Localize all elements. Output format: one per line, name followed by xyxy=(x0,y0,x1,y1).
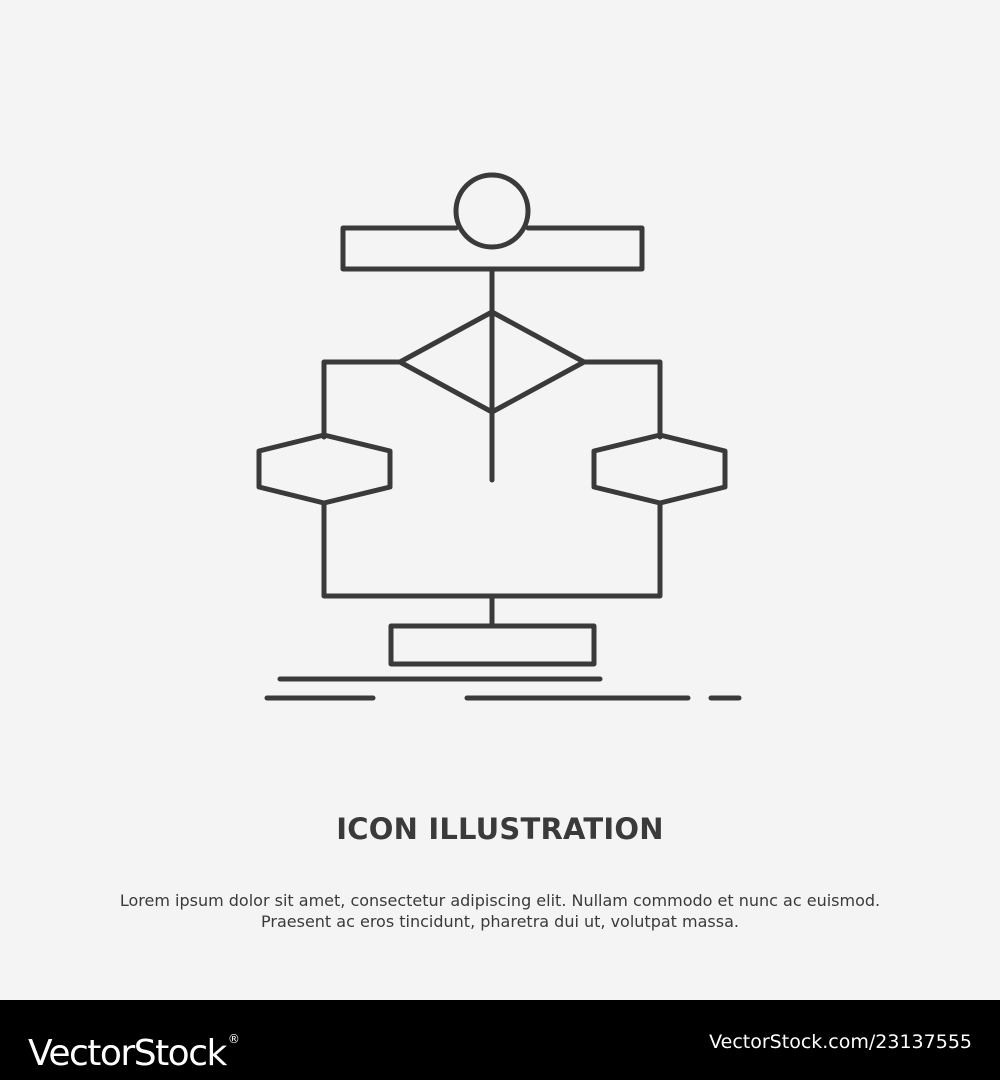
flowchart-right-hexagon xyxy=(591,432,728,506)
algorithm-flowchart-icon xyxy=(256,172,742,701)
brand-name: VectorStock xyxy=(28,1033,227,1074)
flowchart-left-branch xyxy=(321,359,403,440)
flowchart-left-hexagon xyxy=(256,432,393,506)
description-line: Lorem ipsum dolor sit amet, consectetur … xyxy=(119,891,881,910)
flowchart-right-branch xyxy=(581,359,663,440)
flowchart-decision-diamond xyxy=(397,309,587,415)
flowchart-start-circle xyxy=(453,172,531,250)
image-id-text: VectorStock.com/23137555 xyxy=(709,1031,972,1053)
flowchart-end-box xyxy=(388,623,597,667)
brand-logo: VectorStock® xyxy=(28,1017,240,1076)
registered-mark: ® xyxy=(227,1032,240,1046)
page-title: ICON ILLUSTRATION xyxy=(336,812,664,846)
description-text: Lorem ipsum dolor sit amet, consectetur … xyxy=(0,890,1000,932)
description-line: Praesent ac eros tincidunt, pharetra dui… xyxy=(261,912,739,931)
flowchart-merge-connector xyxy=(321,500,663,599)
footer-bar: VectorStock® VectorStock.com/23137555 xyxy=(0,1000,1000,1080)
